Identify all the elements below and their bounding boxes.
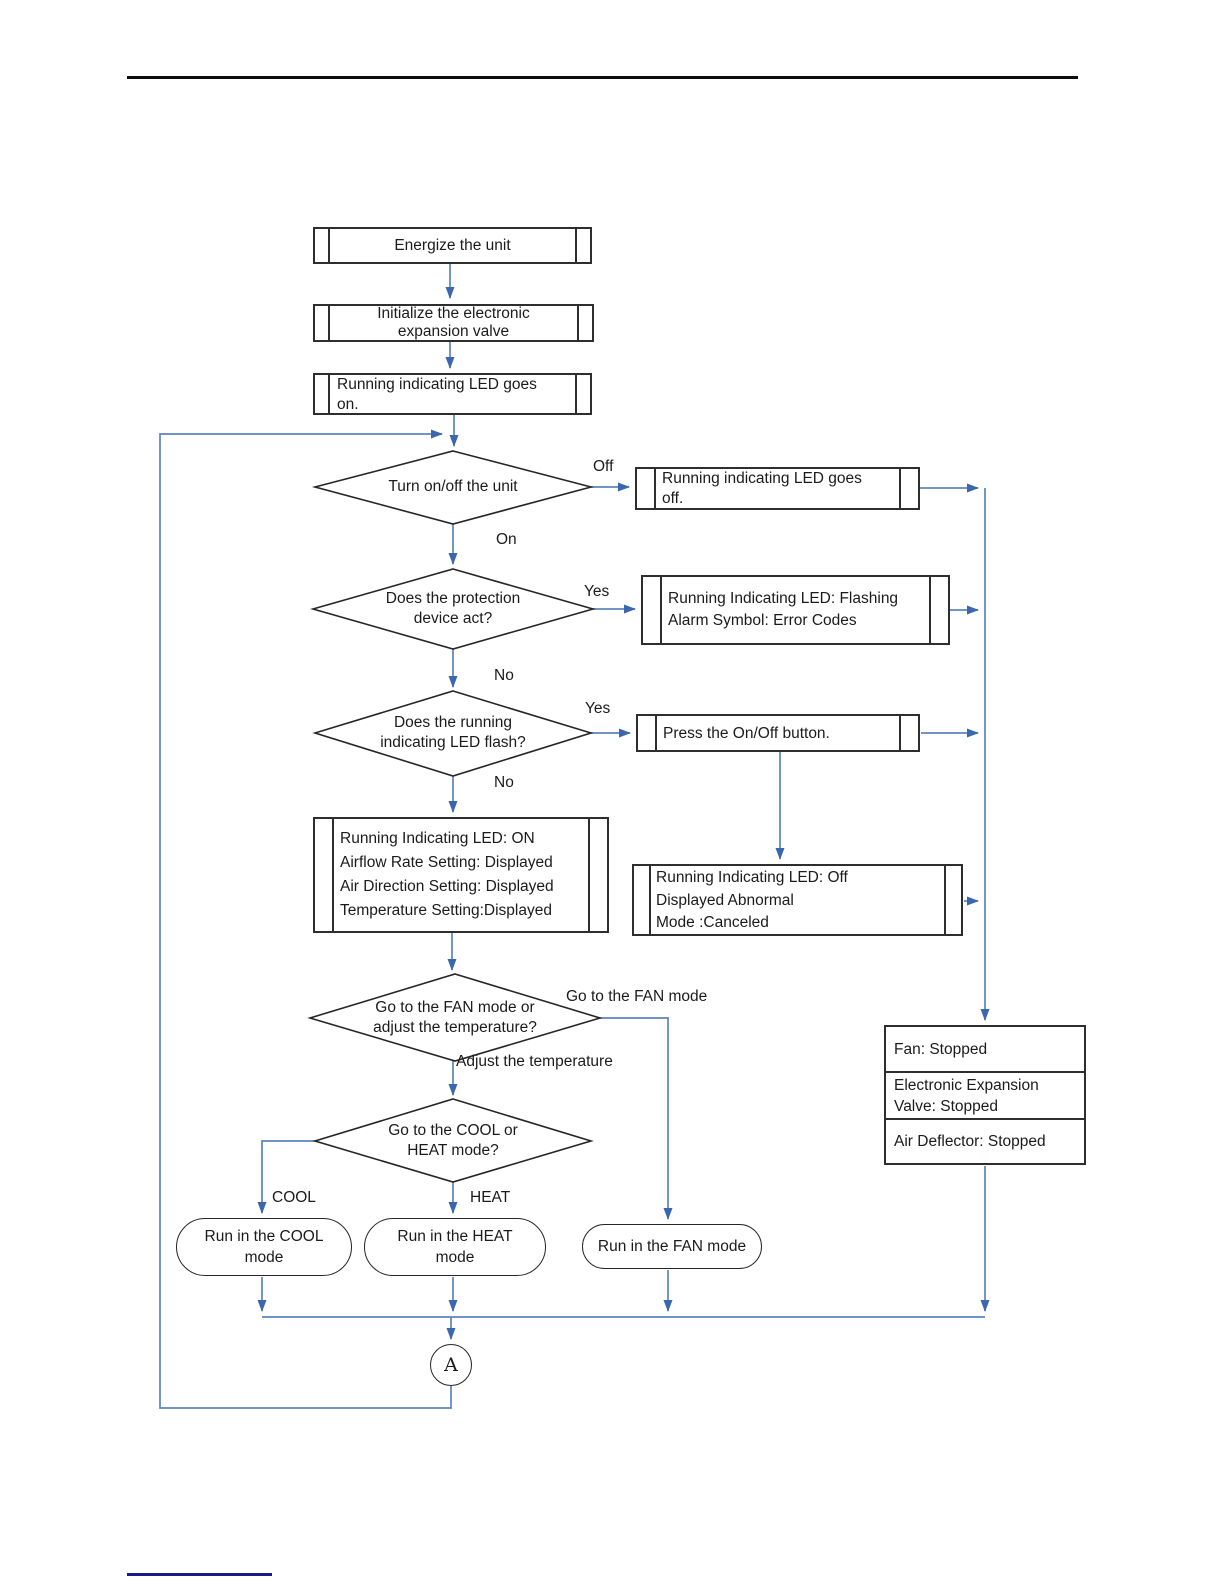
edge-coolorheat-runcool [257,1140,315,1214]
process-status-displayed: Running Indicating LED: ON Airflow Rate … [313,817,609,933]
decision-led-flash [312,690,594,777]
decision-fan-or-temp [307,973,603,1062]
process-led-goes-on: Running indicating LED goes on. [313,373,592,415]
decision-cool-or-heat-label: Go to the COOL or HEAT mode? [388,1122,518,1159]
process-abnormal-canceled: Running Indicating LED: Off Displayed Ab… [632,864,963,936]
edge-fanortemp-runfan [600,1017,673,1220]
stopped-status-box: Fan: Stopped Electronic Expansion Valve:… [884,1025,1086,1165]
stopped-row-eev: Electronic Expansion Valve: Stopped [886,1071,1084,1118]
edge-label-on: On [496,531,517,548]
edge-label-off: Off [593,458,614,475]
bottom-left-rule [127,1573,272,1576]
process-energize-unit: Energize the unit [313,227,592,264]
edge-label-yes-protection: Yes [584,583,610,600]
decision-protection-device [310,568,596,650]
decision-fan-or-temp-label: Go to the FAN mode or adjust the tempera… [373,999,537,1036]
decision-cool-or-heat [312,1098,594,1183]
connector-a: A [430,1344,472,1386]
process-led-goes-off: Running indicating LED goes off. [635,467,920,510]
edge-label-cool: COOL [272,1189,316,1206]
decision-turn-on-off-label: Turn on/off the unit [388,478,518,495]
edge-label-no-flash: No [494,774,514,791]
top-rule [127,76,1078,79]
terminal-run-heat: Run in the HEAT mode [364,1218,546,1276]
process-led-flashing-alarm: Running Indicating LED: Flashing Alarm S… [641,575,950,645]
terminal-run-cool: Run in the COOL mode [176,1218,352,1276]
terminal-run-fan: Run in the FAN mode [582,1224,762,1269]
stopped-row-deflector: Air Deflector: Stopped [886,1118,1084,1163]
process-press-onoff-button: Press the On/Off button. [636,714,920,752]
process-initialize-valve: Initialize the electronic expansion valv… [313,304,594,342]
decision-protection-label: Does the protection device act? [385,590,521,627]
edge-label-adjust-temp: Adjust the temperature [456,1053,613,1070]
stopped-row-fan: Fan: Stopped [894,1040,988,1058]
edge-label-go-fan: Go to the FAN mode [566,988,708,1005]
edge-feedback-loop [159,429,452,1409]
decision-turn-on-off [311,450,595,525]
edge-label-heat: HEAT [470,1189,511,1206]
edge-label-yes-flash: Yes [585,700,611,717]
decision-led-flash-label: Does the running indicating LED flash? [380,714,526,751]
edge-label-no-protection: No [494,667,514,684]
